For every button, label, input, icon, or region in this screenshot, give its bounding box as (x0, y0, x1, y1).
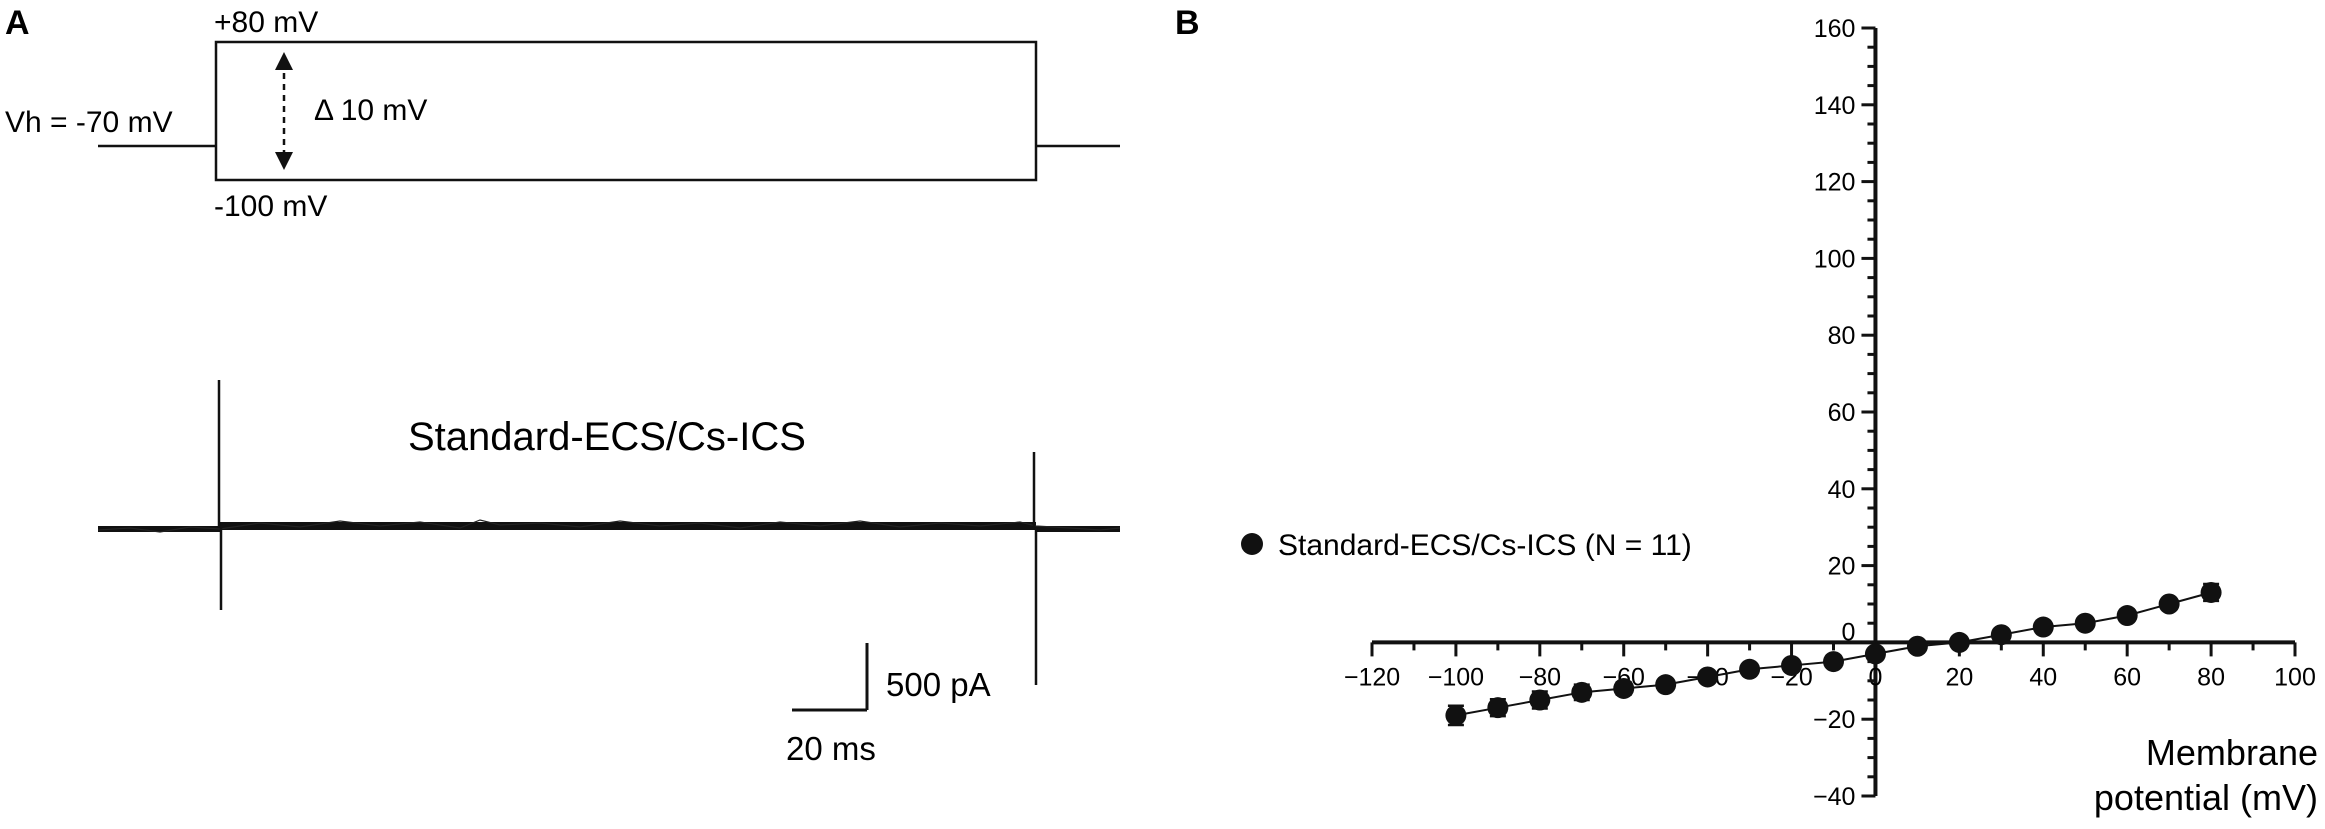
data-point (1864, 643, 1886, 665)
legend: Standard-ECS/Cs-ICS (N = 11) (1241, 529, 1692, 562)
trace-baseline-left (98, 526, 220, 532)
y-tick-label: −40 (1813, 783, 1855, 811)
y-tick-label: 0 (1842, 618, 1856, 646)
data-point (2116, 605, 2138, 627)
x-axis-title-line-1: Membrane (2146, 732, 2318, 773)
protocol-step-label: Δ 10 mV (314, 94, 427, 127)
scale-bar-current-label: 500 pA (886, 666, 991, 703)
y-tick-label: 60 (1828, 399, 1856, 427)
data-point (2074, 612, 2096, 634)
protocol-holding-label: Vh = -70 mV (5, 106, 173, 139)
protocol-bottom-label: -100 mV (214, 190, 327, 223)
data-point (1529, 689, 1551, 711)
data-point (2158, 593, 2180, 615)
data-point (1739, 658, 1761, 680)
iv-plot: −120−100−80−60−40−20020406080100−40−2002… (1344, 15, 2316, 811)
x-tick-label: 0 (1869, 663, 1883, 691)
data-point (1487, 697, 1509, 719)
voltage-protocol: +80 mV Vh = -70 mV -100 mV Δ 10 mV (5, 6, 1120, 223)
x-tick-label: −120 (1344, 663, 1400, 691)
panel-b-letter: B (1175, 4, 1200, 42)
panel-b: B −120−100−80−60−40−20020406080100−40−20… (1175, 4, 2318, 818)
y-tick-label: 160 (1814, 15, 1856, 43)
data-point (1990, 624, 2012, 646)
y-tick-label: 20 (1828, 553, 1856, 581)
x-tick-label: −100 (1428, 663, 1484, 691)
data-point (1571, 681, 1593, 703)
scale-bar: 500 pA 20 ms (786, 643, 991, 767)
x-tick-label: 60 (2113, 663, 2141, 691)
y-tick-label: −20 (1813, 706, 1855, 734)
trace-noise (97, 519, 1121, 533)
protocol-top-label: +80 mV (214, 6, 318, 39)
x-tick-label: 100 (2274, 663, 2316, 691)
data-point (1613, 677, 1635, 699)
trace-label: Standard-ECS/Cs-ICS (408, 415, 806, 459)
y-tick-label: 80 (1828, 322, 1856, 350)
trace-step-body (220, 522, 1036, 530)
scale-bar-time-label: 20 ms (786, 730, 876, 767)
panel-a-letter: A (5, 4, 30, 42)
y-tick-label: 100 (1814, 245, 1856, 273)
data-point (1906, 635, 1928, 657)
y-tick-label: 120 (1814, 169, 1856, 197)
data-point (1697, 666, 1719, 688)
panel-a: A +80 mV Vh = -70 mV -100 mV Δ 10 mV Sta… (5, 4, 1121, 767)
x-axis-title-line-2: potential (mV) (2094, 777, 2318, 818)
step-arrow-down-head (275, 152, 293, 170)
data-point (2032, 616, 2054, 638)
data-point (1948, 631, 1970, 653)
x-tick-label: 40 (2029, 663, 2057, 691)
x-tick-label: −80 (1519, 663, 1561, 691)
data-point (1445, 704, 1467, 726)
y-tick-label: 40 (1828, 476, 1856, 504)
data-point (2200, 581, 2222, 603)
step-arrow-up-head (275, 52, 293, 70)
current-trace: Standard-ECS/Cs-ICS (97, 380, 1121, 685)
data-point (1823, 651, 1844, 673)
legend-label: Standard-ECS/Cs-ICS (N = 11) (1278, 529, 1692, 562)
data-point (1781, 654, 1803, 676)
x-tick-label: 20 (1945, 663, 1973, 691)
x-tick-label: 80 (2197, 663, 2225, 691)
legend-marker (1241, 533, 1263, 555)
data-point (1655, 674, 1677, 696)
step-box (214, 40, 1038, 182)
y-tick-label: 140 (1814, 92, 1856, 120)
